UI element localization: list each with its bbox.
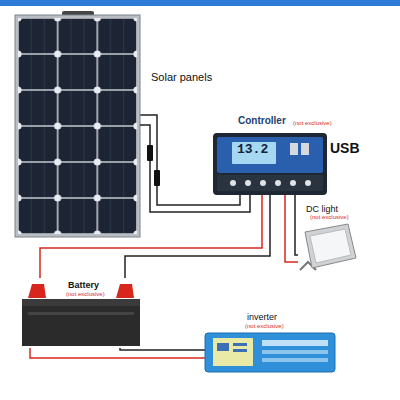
top-band [0, 0, 400, 6]
mc4-connectors [147, 145, 160, 186]
battery-drawing [22, 284, 140, 346]
dc-light-drawing [300, 224, 356, 270]
part-name: Controller [238, 115, 286, 127]
part-name: Battery [68, 280, 99, 290]
part-name: Solar panels [151, 71, 212, 84]
solar-panel-drawing [15, 11, 140, 237]
extra-wires [120, 125, 326, 350]
wire [285, 195, 298, 262]
part-name: inverter [247, 312, 277, 322]
note: (not exclusive) [293, 120, 332, 127]
part-name: DC light [306, 204, 338, 214]
usb-label: USB [330, 140, 360, 156]
dc-light: DC light(not exclusive) [298, 222, 358, 272]
note: (not exclusive) [66, 291, 105, 298]
inverter-drawing [205, 333, 335, 372]
note: (not exclusive) [245, 323, 284, 330]
solar-panel: Solar panels [15, 15, 140, 237]
charge-controller: Controller(not exclusive)13.2 [213, 133, 327, 195]
inverter: inverter(not exclusive) [205, 312, 335, 374]
battery: Battery(not exclusive) [18, 278, 142, 348]
note: (not exclusive) [310, 214, 349, 221]
lcd-reading: 13.2 [237, 143, 268, 158]
wire [30, 348, 205, 358]
controller-drawing [213, 133, 327, 195]
